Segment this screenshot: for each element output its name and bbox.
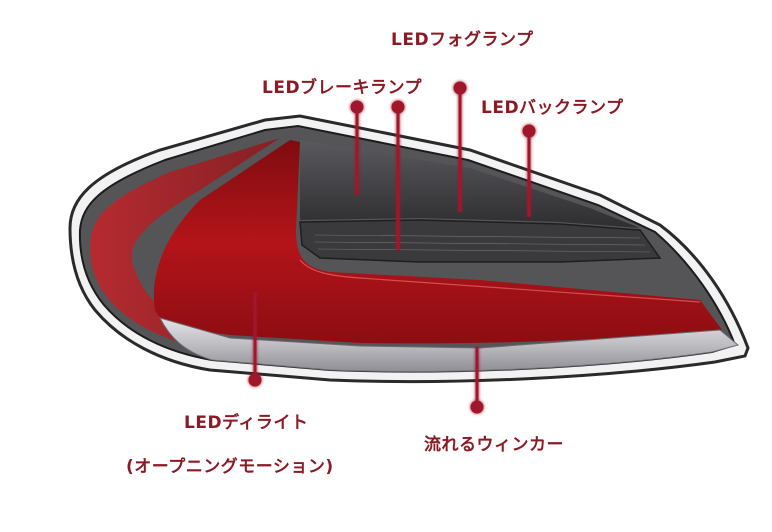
label-daylight-sub: (オープニングモーション) (126, 457, 334, 477)
callouts (248, 81, 536, 414)
upper-dark-lens (300, 140, 640, 228)
label-daylight: LEDディライト (184, 413, 309, 433)
label-brake-lamp: LEDブレーキランプ (262, 78, 423, 98)
side-reflector (90, 138, 280, 345)
label-back-lamp: LEDバックランプ (481, 98, 624, 118)
winker-lens (159, 317, 740, 373)
label-sequential-winker: 流れるウィンカー (424, 435, 564, 455)
label-fog-lamp: LEDフォグランプ (391, 30, 534, 50)
main-red-lens (153, 140, 722, 344)
